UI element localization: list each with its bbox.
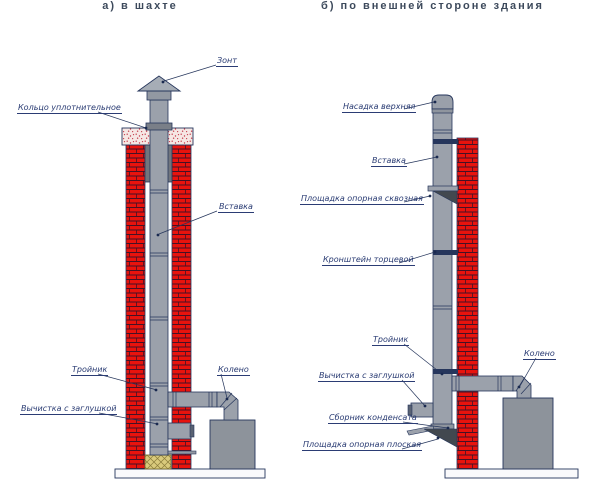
umbrella-cap <box>136 75 182 92</box>
label-end-bracket: Кронштейн торцевой <box>322 255 415 266</box>
base-plate-right <box>444 468 579 479</box>
appliance-left <box>209 419 256 470</box>
appliance-right <box>502 397 554 470</box>
through-platform-gusset <box>432 190 458 205</box>
tee-branch-right <box>451 375 514 392</box>
shaft-bottom-block <box>144 454 172 470</box>
tee-band <box>433 369 458 374</box>
leader-dots-left <box>144 80 229 426</box>
title-left-scheme: а) в шахте <box>102 0 178 12</box>
pipe-joints-left <box>150 189 168 448</box>
label-condensate-collector: Сборник конденсата <box>328 413 418 424</box>
title-right-scheme: б) по внешней стороне здания <box>321 0 544 12</box>
elbow-right <box>512 375 532 399</box>
branch-seams-left <box>172 392 213 407</box>
cap-collar <box>146 89 172 101</box>
cleanout-plug-right <box>407 404 413 416</box>
right-diagram-shapes <box>398 94 579 479</box>
tee-branch-left <box>167 391 218 408</box>
label-flat-platform: Площадка опорная плоская <box>302 440 423 451</box>
elbow-seams-left <box>219 392 238 411</box>
label-sealing-ring: Кольцо уплотнительное <box>17 103 122 114</box>
label-tee-right: Тройник <box>372 335 410 346</box>
label-cleanout-left: Вычистка с заглушкой <box>20 404 118 415</box>
end-bracket <box>433 250 458 255</box>
branch-seams-right <box>455 376 502 391</box>
brick-shaft-left-wall <box>125 144 146 470</box>
sealing-ring <box>145 122 173 131</box>
leader-dots-right <box>423 100 521 440</box>
flat-platform-gusset <box>423 428 458 448</box>
label-insert-left: Вставка <box>218 202 254 213</box>
support-strip-left <box>167 450 197 455</box>
label-cleanout-right: Вычистка с заглушкой <box>318 371 416 382</box>
base-plate-left <box>114 468 266 479</box>
label-insert-right: Вставка <box>371 156 407 167</box>
label-through-platform: Площадка опорная сквозная <box>300 194 424 205</box>
brick-shaft-right-wall <box>171 144 192 470</box>
cleanout-plug-left <box>189 424 195 438</box>
through-platform-plate <box>427 185 459 192</box>
insert-pipe-left <box>149 99 169 456</box>
pipe-joints-right <box>433 129 452 310</box>
nozzle-rim <box>431 108 454 114</box>
elbow-left <box>216 391 239 421</box>
wall-bracket-top <box>433 139 458 144</box>
label-elbow-left: Колено <box>217 365 250 376</box>
top-nozzle <box>431 94 454 110</box>
leader-lines-right <box>398 101 537 450</box>
cleanout-left <box>167 422 192 440</box>
building-wall <box>456 137 479 470</box>
label-umbrella-cap: Зонт <box>216 56 238 67</box>
label-top-nozzle: Насадка верхняя <box>342 102 417 113</box>
label-elbow-right: Колено <box>523 349 556 360</box>
label-tee-left: Тройник <box>71 365 109 376</box>
left-diagram-shapes <box>97 64 266 479</box>
